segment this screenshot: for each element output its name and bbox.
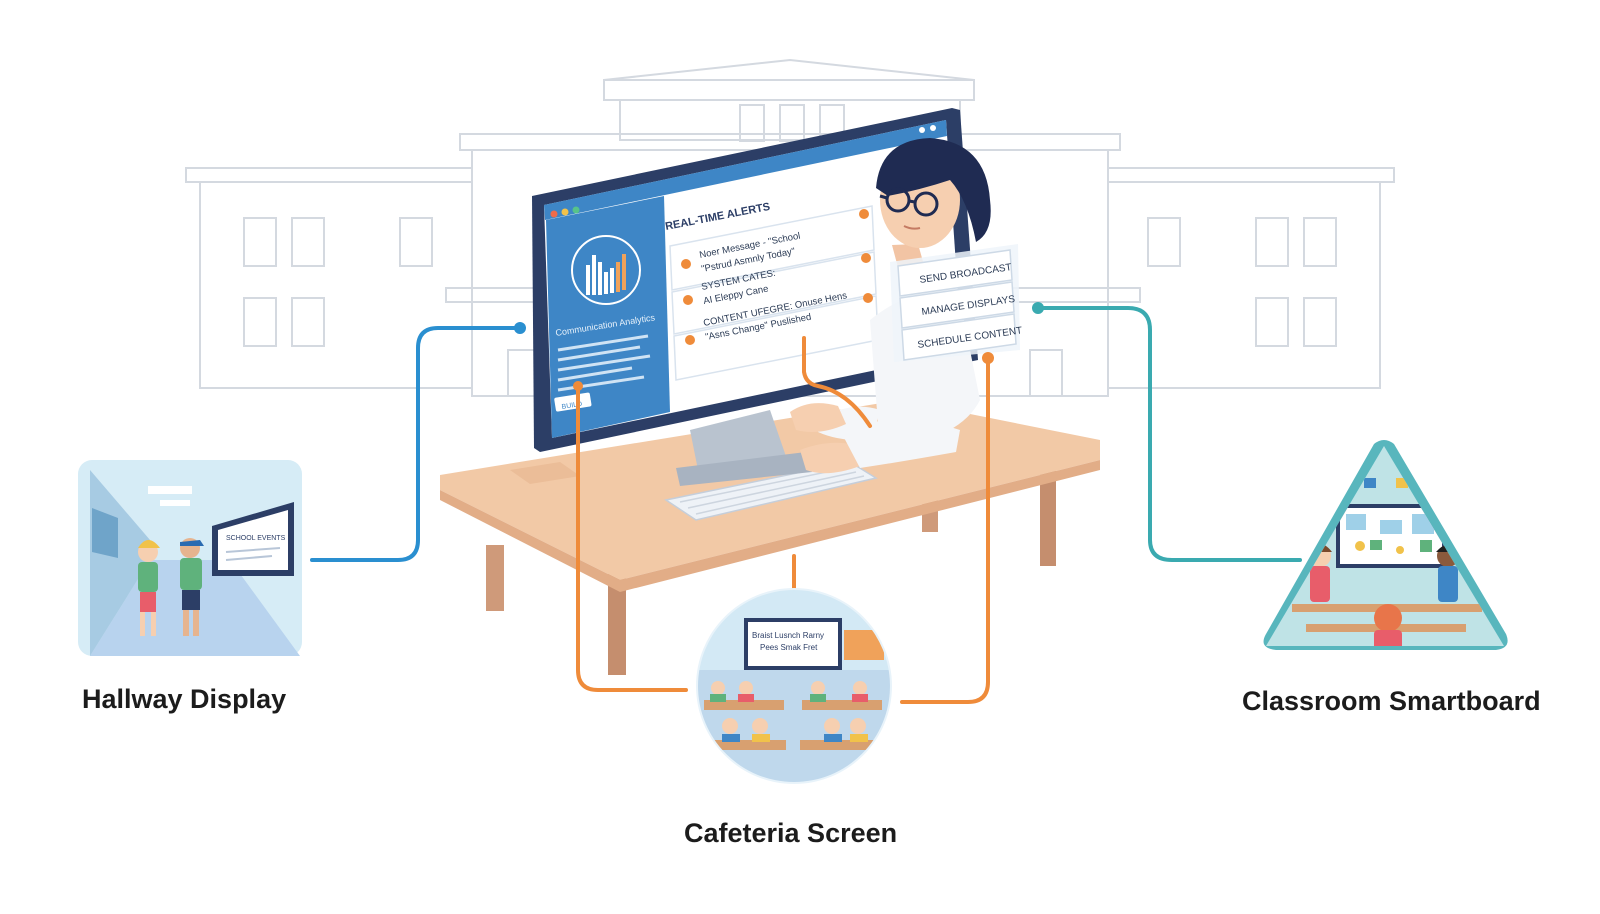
bell-icon — [685, 335, 695, 345]
classroom-connector — [1036, 306, 1302, 562]
bell-icon — [859, 209, 869, 219]
alert-card[interactable]: CONTENT UFEGRE: Onuse Hens "Asns Change"… — [673, 290, 879, 381]
connectors — [310, 302, 1302, 704]
send-broadcast-button[interactable]: SEND BROADCAST — [897, 249, 1013, 297]
sidebar-button[interactable] — [554, 392, 592, 412]
bell-icon — [683, 295, 693, 305]
action-panel: SEND BROADCAST MANAGE DISPLAYS SCHEDULE … — [890, 244, 1023, 362]
cafeteria-screen-label: Cafeteria Screen — [684, 818, 898, 848]
bell-icon — [861, 253, 871, 263]
manage-displays-button[interactable]: MANAGE DISPLAYS — [899, 281, 1016, 329]
keyboard-connector — [802, 336, 872, 428]
cafeteria-connector-left — [576, 384, 688, 692]
hallway-display-label: Hallway Display — [82, 684, 287, 714]
hallway-screen-text: SCHOOL EVENTS — [226, 535, 286, 542]
cafeteria-connector-right — [900, 356, 990, 704]
hallway-display-tile[interactable]: SCHOOL EVENTS — [78, 460, 302, 656]
monitor: Communication Analytics BUILD REAL-TIME … — [532, 108, 978, 486]
glasses-icon — [879, 187, 939, 217]
cafeteria-board-line2: Pees Smak Fret — [760, 643, 818, 652]
hallway-connector — [310, 326, 522, 562]
cafeteria-screen-tile[interactable]: Braist Lusnch Rarny Pees Smak Fret — [696, 588, 892, 790]
bell-icon — [863, 293, 873, 303]
keyboard — [664, 461, 878, 521]
sidebar-button-label: BUILD — [561, 401, 582, 411]
cafeteria-board-line1: Braist Lusnch Rarny — [752, 631, 824, 640]
classroom-smartboard-tile[interactable] — [1260, 440, 1510, 650]
bell-icon — [681, 259, 691, 269]
classroom-smartboard-label: Classroom Smartboard — [1242, 686, 1541, 716]
